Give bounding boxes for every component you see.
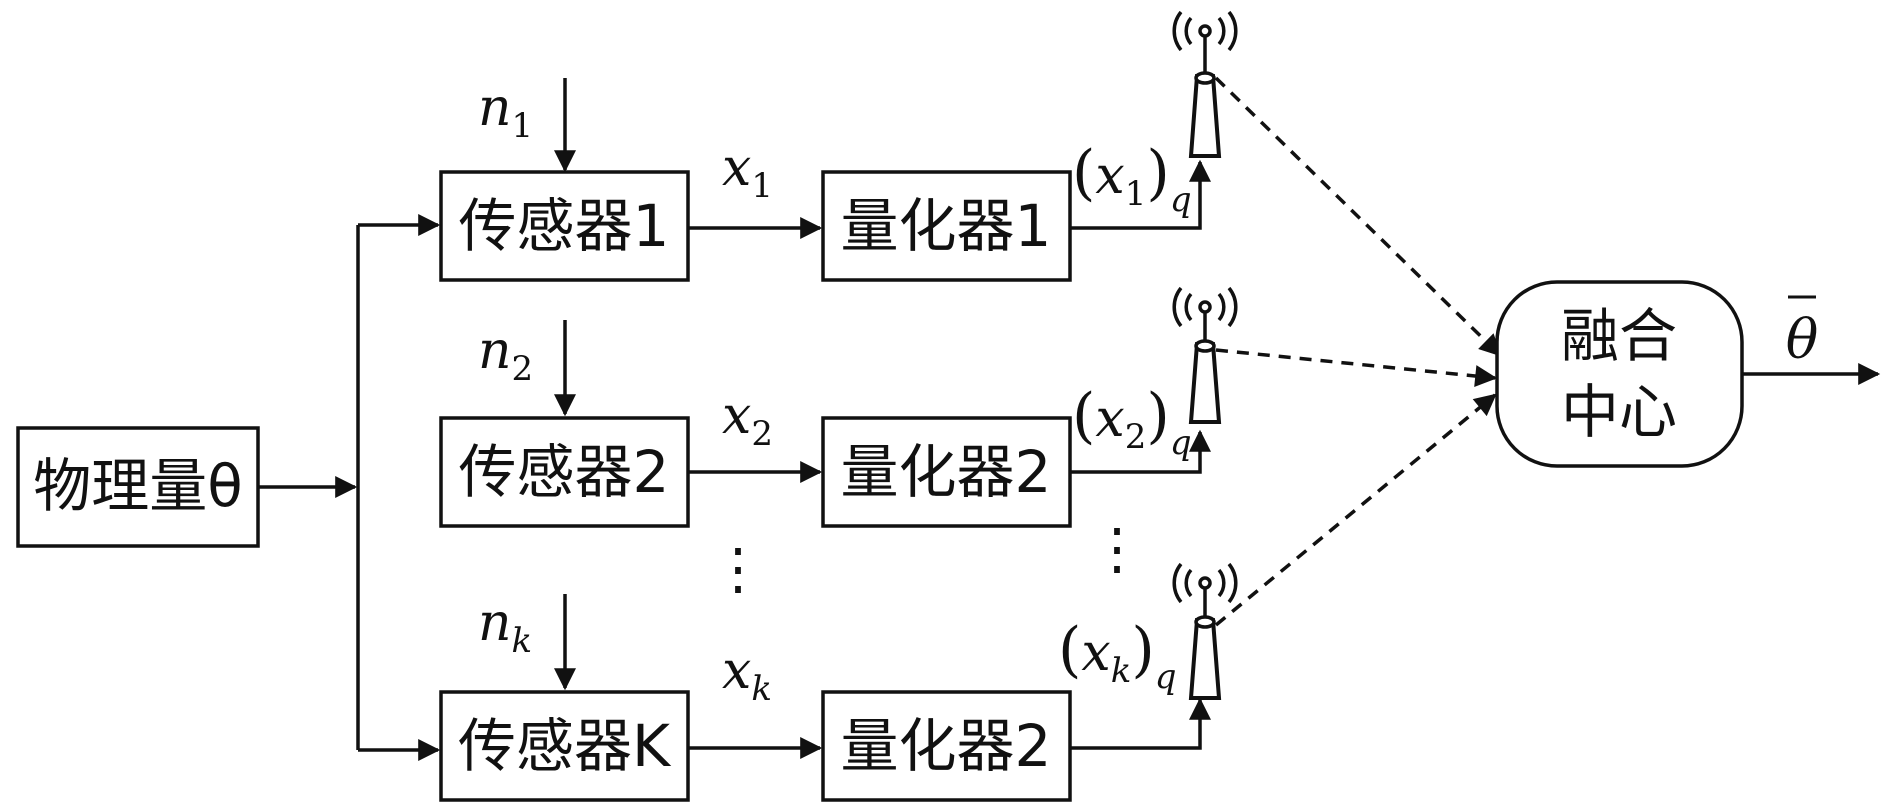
quantizer-1-box	[821, 170, 1072, 282]
x2-label: x2	[722, 386, 773, 454]
sensor-1-label: 传感器1	[459, 192, 670, 260]
xqk-label: (xk)q	[1058, 615, 1177, 697]
quantizer-2-label: 量化器2	[841, 438, 1052, 506]
noise-k-label: nk	[478, 593, 532, 661]
wireless-link-2	[1215, 348, 1498, 387]
source-block: 物理量θ	[16, 426, 260, 548]
quantizer-k-to-antenna-arrow	[1070, 697, 1211, 750]
quantizer-2-to-antenna-arrow	[1070, 429, 1211, 474]
sensor-k-box	[439, 690, 690, 802]
row-1: n1 传感器1 x1 量化器1 (x1)q	[439, 78, 1211, 282]
x1-label: x1	[722, 138, 773, 206]
sensor-k-label: 传感器K	[458, 712, 672, 780]
noise-2-label: n2	[478, 321, 533, 389]
sensor-1-box	[439, 170, 690, 282]
antenna-2-icon	[1172, 286, 1238, 424]
quantizer-2-box	[821, 416, 1072, 528]
fusion-label-line2: 中心	[1561, 378, 1677, 446]
quantizer-1-label: 量化器1	[841, 192, 1052, 260]
antenna-k-icon	[1172, 562, 1238, 700]
antenna-1-icon	[1172, 10, 1238, 158]
sensor-ellipsis: ⋮	[710, 537, 766, 602]
wireless-link-1	[1214, 76, 1502, 357]
wireless-link-k	[1214, 393, 1497, 627]
quantizer-1-to-antenna-arrow	[1070, 159, 1211, 230]
xq2-label: (x2)q	[1072, 381, 1192, 463]
row-2: n2 传感器2 x2 量化器2 (x2)q	[439, 320, 1211, 528]
output-label: θ	[1786, 308, 1819, 371]
quantizer-k-box	[821, 690, 1072, 802]
fusion-center: 融合 中心	[1495, 280, 1744, 468]
quantizer-k-label: 量化器2	[841, 712, 1052, 780]
row-k: nk 传感器K xk 量化器2 (xk)q	[439, 593, 1211, 802]
source-label: 物理量θ	[33, 452, 243, 520]
sensor-2-label: 传感器2	[459, 438, 670, 506]
noise-1-label: n1	[478, 78, 533, 146]
xq1-label: (x1)q	[1072, 138, 1192, 220]
xk-label: xk	[722, 641, 772, 709]
fusion-label-line1: 融合	[1561, 302, 1677, 370]
quantizer-ellipsis: ⋮	[1089, 517, 1145, 582]
